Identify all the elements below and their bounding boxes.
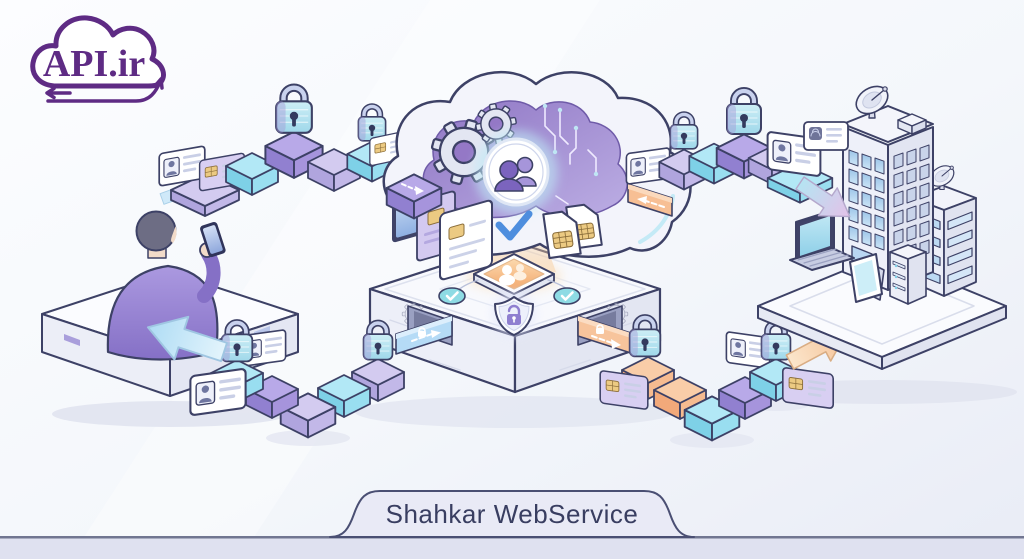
tower-windows-left	[848, 149, 885, 251]
caption-title: Shahkar WebService	[386, 499, 639, 529]
api-logo: API.ir	[30, 15, 166, 103]
office-tower	[842, 80, 934, 291]
chip-card-white	[439, 199, 493, 281]
footer: Shahkar WebService	[0, 490, 1024, 559]
tablet-icon	[849, 253, 885, 303]
check-badge-icon	[437, 286, 467, 306]
person-head	[135, 210, 177, 252]
fingerprint-card-icon	[803, 121, 849, 151]
circuit-dots	[542, 103, 599, 177]
chain-upper-right	[625, 91, 797, 217]
caption-tab	[329, 490, 695, 538]
cloud-out-ribbon-orange	[627, 183, 673, 217]
check-badge-icon	[552, 286, 582, 306]
laptop-icon	[789, 209, 855, 271]
person-face-sliver	[171, 226, 177, 243]
shield-lock-icon	[492, 292, 536, 336]
users-badge-icon	[474, 130, 558, 214]
outbound-ribbon-blue	[395, 315, 453, 355]
transfer-arrows-icon	[45, 77, 164, 103]
rooftop-box	[897, 113, 927, 135]
id-card-icon	[158, 144, 206, 188]
chip-card-icon	[599, 369, 649, 411]
chip-card-icon	[781, 366, 835, 410]
id-card-icon	[189, 367, 247, 417]
circuit-traces	[544, 107, 597, 205]
server-rack	[889, 244, 927, 305]
api-logo-text: API.ir	[43, 43, 146, 85]
smartphone-icon	[200, 221, 226, 258]
checkmark-icon	[495, 210, 533, 241]
cloud-foreground-items	[385, 173, 603, 281]
verification-platform	[368, 208, 662, 394]
arrow-block	[385, 173, 443, 220]
delivery-tray	[766, 121, 849, 204]
datacenter-group	[757, 80, 1007, 370]
